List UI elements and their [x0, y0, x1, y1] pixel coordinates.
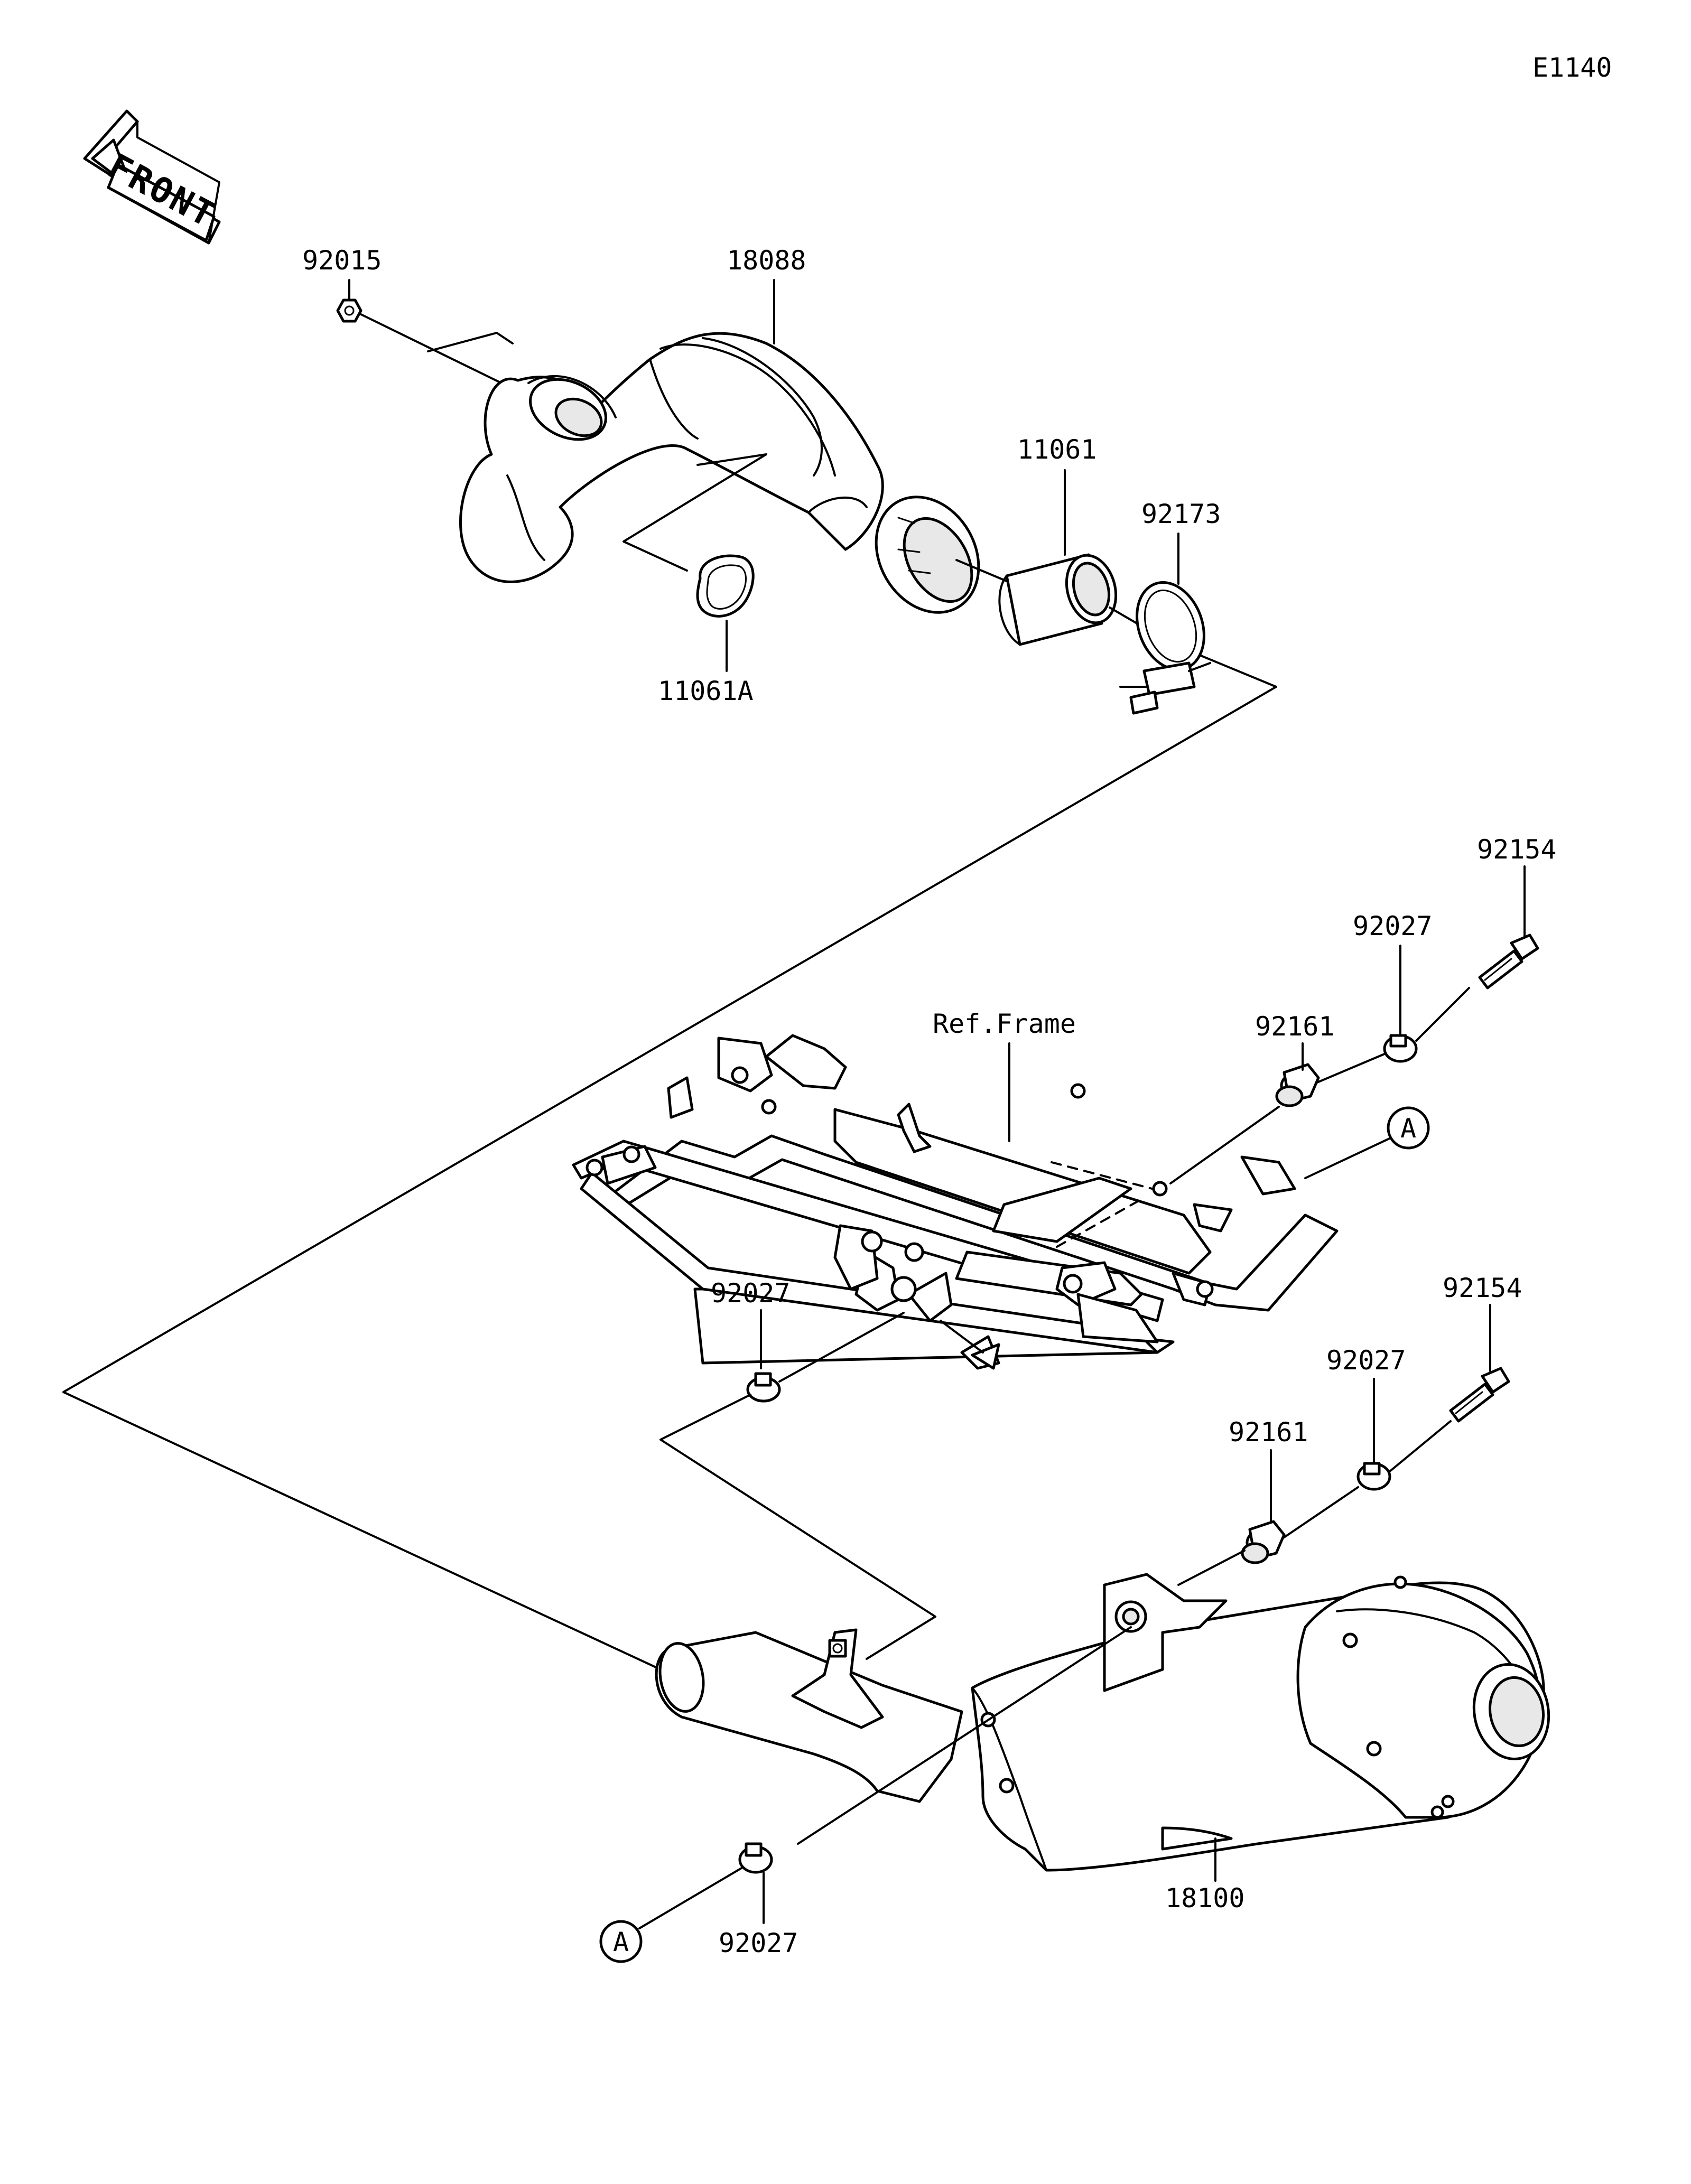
label-11061: 11061 [1017, 434, 1097, 465]
front-arrow-icon: FRONT [83, 109, 223, 245]
label-92161-upper: 92161 [1255, 1011, 1335, 1042]
label-11061A: 11061A [658, 676, 754, 706]
grommet-92161-lower [1241, 1520, 1286, 1564]
bolt-92154-upper [1478, 934, 1539, 990]
ref-marker-a-upper: A [1387, 1106, 1430, 1150]
gasket-11061 [998, 553, 1118, 646]
label-92027-lower: 92027 [1326, 1345, 1406, 1376]
label-92161-lower: 92161 [1229, 1417, 1308, 1448]
header-pipe-18088 [459, 332, 980, 614]
label-92015: 92015 [302, 245, 382, 276]
collar-92027-upper [1383, 1034, 1418, 1063]
label-92027-mid: 92027 [711, 1278, 791, 1309]
bolt-92154-lower [1449, 1367, 1510, 1423]
collar-92027-lower [1356, 1462, 1391, 1491]
muffler-18100 [655, 1573, 1550, 1872]
collar-92027-bottom [738, 1842, 773, 1874]
label-92027-upper: 92027 [1353, 911, 1433, 941]
front-label: FRONT [101, 146, 222, 236]
nut-92015 [336, 298, 363, 323]
ref-marker-a-lower-label: A [613, 1927, 629, 1957]
label-18100: 18100 [1165, 1883, 1245, 1914]
label-92154-lower: 92154 [1443, 1273, 1522, 1303]
label-92154-upper: 92154 [1477, 834, 1557, 865]
ref-marker-a-lower: A [599, 1920, 643, 1963]
label-92173: 92173 [1141, 499, 1221, 529]
gasket-11061A [696, 554, 755, 618]
diagram-code: E1140 [1532, 52, 1612, 83]
reference-frame [572, 1034, 1339, 1370]
ref-marker-a-upper-label: A [1400, 1113, 1416, 1144]
grommet-92161-upper [1275, 1063, 1320, 1107]
label-92027-bottom: 92027 [719, 1928, 798, 1958]
label-ref-frame: Ref.Frame [933, 1009, 1076, 1039]
clamp-92173 [1119, 581, 1211, 715]
label-18088: 18088 [727, 245, 806, 276]
collar-92027-mid [746, 1372, 781, 1403]
